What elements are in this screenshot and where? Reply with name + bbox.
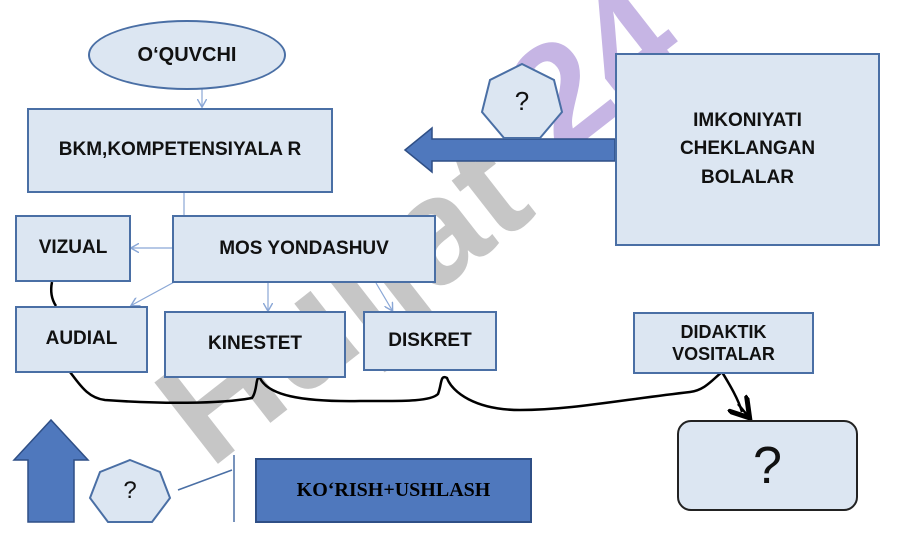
node-vizual: VIZUAL — [15, 215, 131, 282]
mos-diskret-connector — [375, 282, 392, 310]
node-bkm: BKM,KOMPETENSIYALA R — [27, 108, 333, 193]
node-oquvchi: O‘QUVCHI — [88, 20, 286, 90]
question-mark-top: ? — [514, 85, 530, 116]
node-mos-yondashuv: MOS YONDASHUV — [172, 215, 436, 283]
node-imkoniyati-cheklangan: IMKONIYATI CHEKLANGAN BOLALAR — [615, 53, 880, 246]
question-heptagon-top — [480, 62, 564, 139]
up-block-arrow — [12, 418, 90, 523]
question-box-big: ? — [677, 420, 858, 511]
question-mark-bottom: ? — [123, 477, 137, 504]
node-audial: AUDIAL — [15, 306, 148, 373]
node-didaktik-vositalar: DIDAKTIK VOSITALAR — [633, 312, 814, 374]
vizual-audial-curve — [49, 281, 58, 307]
handdrawn-arrowhead — [738, 404, 748, 416]
node-korish-ushlash: KO‘RISH+USHLASH — [255, 458, 532, 523]
node-kinestet: KINESTET — [164, 311, 346, 378]
divider-line — [177, 469, 233, 491]
node-diskret: DISKRET — [363, 311, 497, 371]
handdrawn-link-line — [69, 370, 744, 413]
mos-audial-connector — [132, 279, 179, 305]
question-heptagon-bottom — [88, 458, 172, 523]
